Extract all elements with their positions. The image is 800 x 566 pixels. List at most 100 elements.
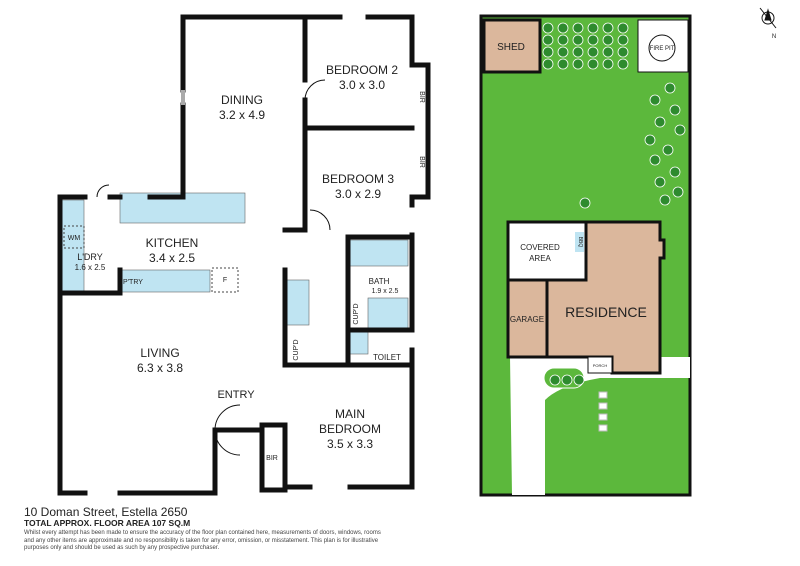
tree bbox=[617, 58, 629, 70]
porch-label: PORCH bbox=[593, 363, 608, 368]
tree bbox=[557, 34, 569, 46]
bir-label-bed2: BIR bbox=[418, 91, 425, 103]
bir-label-main: BIR bbox=[266, 455, 278, 462]
fridge-label: F bbox=[223, 277, 227, 284]
bir-label-bed3: BIR bbox=[418, 156, 425, 168]
bedroom3-size: 3.0 x 2.9 bbox=[335, 187, 381, 201]
tree bbox=[572, 58, 584, 70]
bbq-label: BBQ bbox=[577, 237, 583, 248]
tree bbox=[617, 46, 629, 58]
tree bbox=[602, 46, 614, 58]
tree bbox=[669, 166, 681, 178]
bath-size: 1.9 x 2.5 bbox=[372, 288, 399, 295]
tree bbox=[561, 374, 573, 386]
laundry-label: L'DRY bbox=[77, 252, 103, 262]
tree bbox=[644, 134, 656, 146]
tree bbox=[587, 58, 599, 70]
fixtures bbox=[61, 192, 409, 355]
tree bbox=[649, 154, 661, 166]
fire-pit bbox=[648, 34, 676, 62]
tree bbox=[659, 194, 671, 206]
tree bbox=[654, 176, 666, 188]
kitchen-label: KITCHEN bbox=[146, 236, 199, 250]
tree bbox=[573, 374, 585, 386]
tree bbox=[664, 82, 676, 94]
bedroom2-label: BEDROOM 2 bbox=[326, 63, 398, 77]
toilet-label: TOILET bbox=[373, 353, 401, 362]
tree bbox=[654, 116, 666, 128]
wm-label: WM bbox=[68, 235, 81, 242]
total-floor-area: TOTAL APPROX. FLOOR AREA 107 SQ.M bbox=[24, 518, 191, 528]
trees bbox=[542, 22, 686, 386]
main-bedroom-label: MAIN bbox=[335, 407, 365, 421]
tree bbox=[572, 22, 584, 34]
laundry-size: 1.6 x 2.5 bbox=[75, 263, 106, 272]
compass-icon bbox=[759, 7, 777, 29]
tree bbox=[674, 124, 686, 136]
property-address: 10 Doman Street, Estella 2650 bbox=[24, 505, 188, 519]
tree bbox=[649, 94, 661, 106]
residence-label: RESIDENCE bbox=[565, 304, 647, 320]
bedroom2-size: 3.0 x 3.0 bbox=[339, 78, 385, 92]
dining-size: 3.2 x 4.9 bbox=[219, 108, 265, 122]
tree bbox=[669, 104, 681, 116]
vanity bbox=[286, 279, 310, 326]
doors bbox=[96, 79, 331, 456]
tree bbox=[542, 58, 554, 70]
bbq bbox=[575, 232, 584, 252]
toilet-fixture bbox=[349, 331, 369, 355]
pantry-label: P'TRY bbox=[123, 279, 143, 286]
covered-area-label: COVERED bbox=[520, 243, 560, 252]
tree bbox=[579, 197, 591, 209]
tree bbox=[557, 58, 569, 70]
tree bbox=[557, 46, 569, 58]
washing-machine bbox=[63, 225, 85, 249]
tree bbox=[617, 22, 629, 34]
porch bbox=[587, 356, 613, 374]
covered-area-label-2: AREA bbox=[529, 254, 551, 263]
stepping-stones bbox=[598, 391, 608, 432]
covered-area bbox=[506, 220, 588, 282]
walls bbox=[57, 14, 431, 496]
bedroom3-label: BEDROOM 3 bbox=[322, 172, 394, 186]
tree bbox=[587, 34, 599, 46]
tree bbox=[662, 144, 674, 156]
bathtub bbox=[349, 239, 409, 267]
shed bbox=[482, 18, 542, 74]
main-bedroom-label-2: BEDROOM bbox=[319, 422, 381, 436]
tree bbox=[587, 22, 599, 34]
shed-label: SHED bbox=[497, 42, 525, 53]
site-plan bbox=[479, 14, 692, 497]
kitchen-size: 3.4 x 2.5 bbox=[149, 251, 195, 265]
garage-label: GARAGE bbox=[510, 315, 544, 324]
cupd-label-hall: CUP'D bbox=[293, 339, 300, 360]
fire-pit-label: FIRE PIT bbox=[650, 46, 675, 52]
living-size: 6.3 x 3.8 bbox=[137, 361, 183, 375]
entry-label: ENTRY bbox=[217, 389, 255, 401]
tree bbox=[557, 22, 569, 34]
laundry-counter bbox=[61, 199, 85, 293]
tree bbox=[542, 46, 554, 58]
driveway bbox=[510, 357, 690, 495]
tree bbox=[549, 374, 561, 386]
tree bbox=[572, 34, 584, 46]
tree bbox=[602, 58, 614, 70]
tree bbox=[672, 186, 684, 198]
tree bbox=[542, 22, 554, 34]
bath-label: BATH bbox=[369, 277, 390, 286]
tree bbox=[602, 34, 614, 46]
tree bbox=[572, 46, 584, 58]
compass-north-label: N bbox=[772, 34, 776, 40]
cupd-label-bath: CUP'D bbox=[353, 303, 360, 324]
tree bbox=[542, 34, 554, 46]
dining-label: DINING bbox=[221, 93, 263, 107]
tree bbox=[617, 34, 629, 46]
tree bbox=[602, 22, 614, 34]
tree bbox=[587, 46, 599, 58]
living-label: LIVING bbox=[140, 346, 179, 360]
shower bbox=[367, 297, 409, 329]
fridge-space bbox=[211, 267, 239, 293]
disclaimer: Whilst every attempt has been made to en… bbox=[24, 530, 381, 551]
main-bedroom-size: 3.5 x 3.3 bbox=[327, 437, 373, 451]
